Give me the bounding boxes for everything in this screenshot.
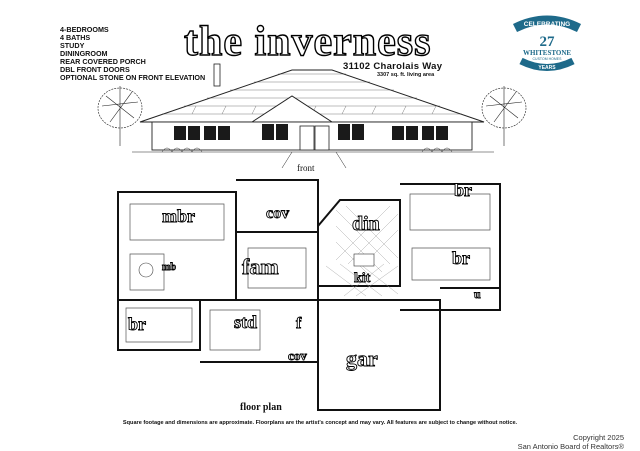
- room-label-front-covered-porch: cov: [288, 348, 307, 363]
- svg-text:27: 27: [540, 34, 556, 50]
- chimney: [214, 64, 220, 86]
- floorplan-label: floor plan: [240, 402, 282, 413]
- svg-text:YEARS: YEARS: [538, 65, 556, 71]
- room-label-mbr: mbr: [162, 206, 195, 226]
- tree-left: [98, 86, 142, 146]
- copyright-watermark: Copyright 2025 San Antonio Board of Real…: [518, 434, 624, 451]
- room-label-foyer: f: [296, 315, 302, 332]
- room-label-bedroom: br: [454, 180, 472, 200]
- room-label-utility: u: [474, 287, 481, 301]
- front-elevation-drawing: [92, 56, 538, 174]
- room-label-dining: din: [352, 213, 380, 235]
- room-label-bedroom: br: [452, 248, 470, 268]
- room-label-rear-covered-porch: cov: [266, 205, 289, 222]
- room-label-bedroom: br: [128, 314, 146, 334]
- room-label-master-bath: mb: [162, 262, 176, 273]
- tree-right: [482, 86, 526, 146]
- room-label-study: std: [234, 312, 257, 332]
- kitchen-island: [354, 254, 374, 266]
- front-door: [300, 126, 314, 150]
- disclaimer-text: Square footage and dimensions are approx…: [0, 420, 640, 426]
- room-label-family: fam: [242, 254, 279, 279]
- front-door: [315, 126, 329, 150]
- room-label-kitchen: kit: [354, 271, 371, 286]
- floor-plan-drawing: mbr cov din br br fam kit mb br std f u …: [100, 170, 530, 416]
- room-label-garage: gar: [346, 346, 378, 371]
- svg-text:CELEBRATING: CELEBRATING: [524, 21, 570, 28]
- tub-icon: [139, 263, 153, 277]
